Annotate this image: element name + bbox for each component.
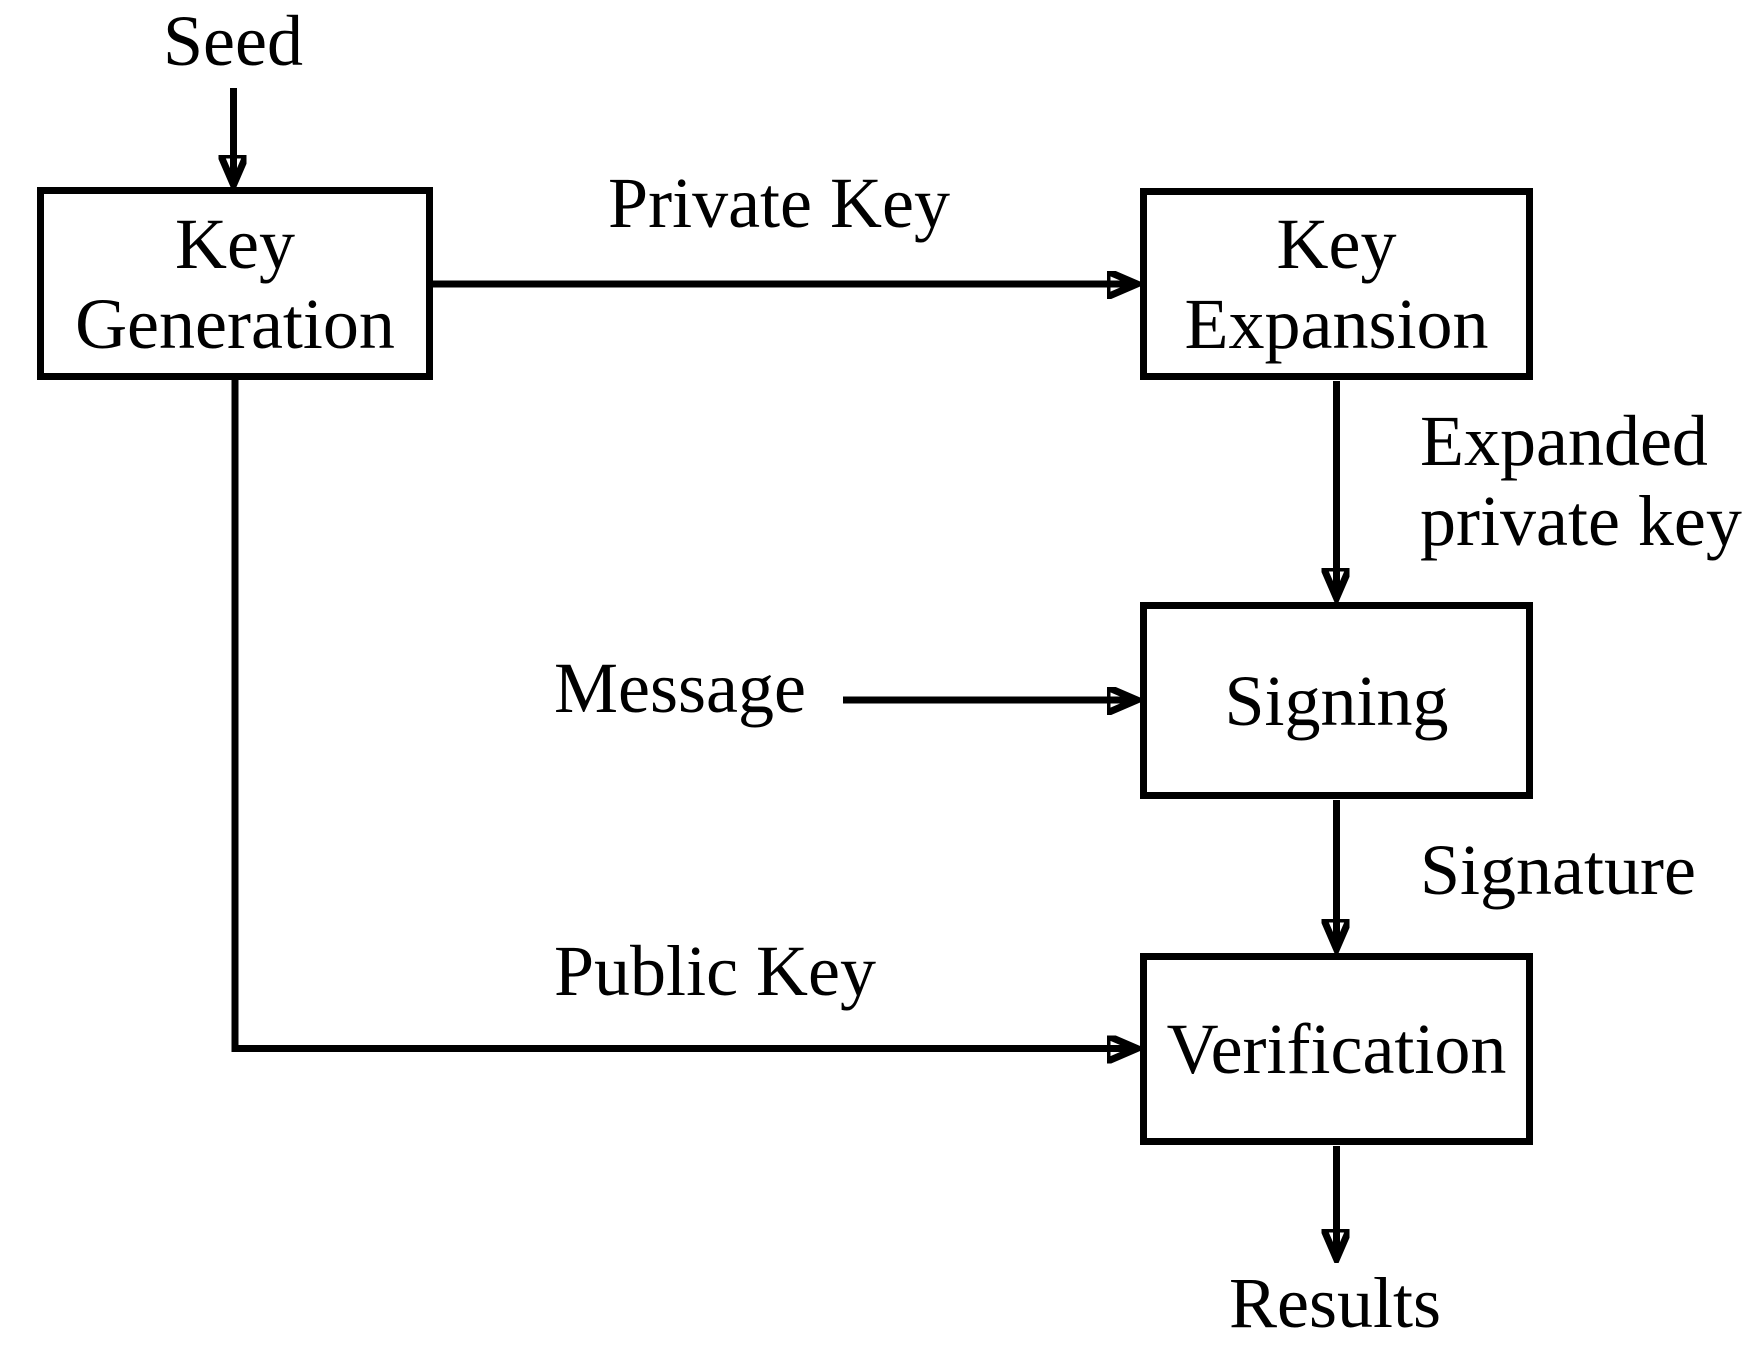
key-expansion-box: Key Expansion — [1140, 188, 1533, 380]
public-key-label: Public Key — [554, 931, 876, 1011]
private-key-label: Private Key — [608, 163, 950, 243]
key-generation-label: Key Generation — [75, 203, 395, 364]
key-generation-box: Key Generation — [37, 187, 433, 380]
verification-box: Verification — [1140, 953, 1533, 1145]
signing-label: Signing — [1224, 660, 1449, 741]
signature-label: Signature — [1420, 830, 1696, 910]
arrow-public-key — [231, 380, 1136, 1049]
results-label: Results — [1228, 1263, 1442, 1343]
seed-label: Seed — [163, 1, 303, 81]
verification-label: Verification — [1166, 1009, 1507, 1089]
signing-box: Signing — [1140, 602, 1533, 799]
key-expansion-label: Key Expansion — [1184, 204, 1489, 364]
expanded-private-key-label: Expanded private key — [1420, 401, 1742, 561]
message-label: Message — [554, 648, 806, 728]
